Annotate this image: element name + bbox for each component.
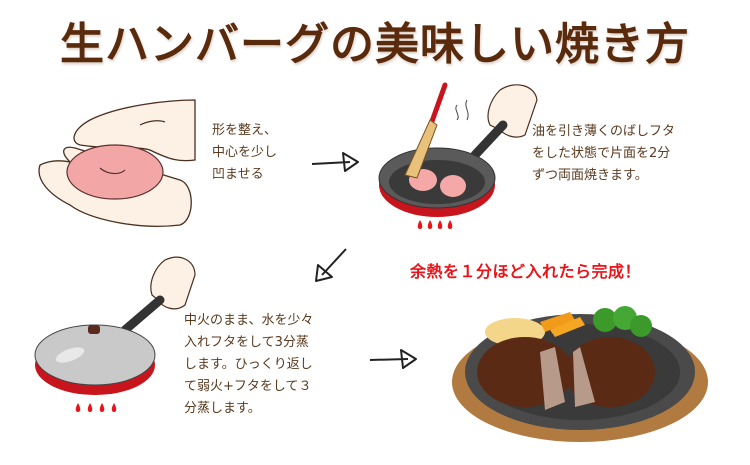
hamburg-steak-plate-icon	[452, 306, 708, 442]
arrow-down-left-icon	[315, 248, 347, 282]
arrow-right-icon	[311, 152, 359, 172]
hands-shaping-patty-icon	[38, 99, 196, 227]
step-1-instructions: 形を整え、 中心を少し 凹ませる	[212, 123, 278, 182]
step-3-instructions: 中火のまま、水を少々 入れフタをして3分蒸 します。ひっくり返し て弱火+フタを…	[184, 313, 314, 416]
completion-message: 余熱を１分ほど入れたら完成！	[410, 262, 642, 281]
page-title: 生ハンバーグの美味しい焼き方	[60, 19, 690, 70]
arrow-right-icon	[369, 349, 417, 369]
covered-frying-pan-icon	[34, 256, 196, 412]
step-2-instructions: 油を引き薄くのばしフタ をした状態で片面を2分 ずつ両面焼きます。	[532, 124, 676, 183]
frying-pan-with-spatula-icon	[378, 82, 538, 229]
